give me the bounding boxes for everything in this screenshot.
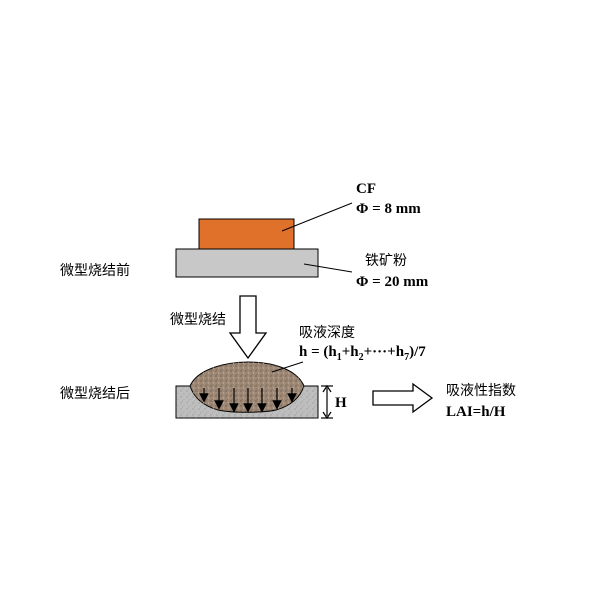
cf-block: [198, 218, 295, 250]
result-right-arrow: [372, 382, 434, 414]
label-index-formula: LAI=h/H: [446, 404, 506, 420]
height-dimension: [321, 384, 333, 420]
height-arrow-up: [322, 384, 332, 393]
label-index-title: 吸液性指数: [446, 383, 516, 399]
ore-block: [175, 248, 319, 278]
label-cf-name: CF: [356, 181, 376, 197]
label-ore-diameter: Φ = 20 mm: [356, 274, 429, 290]
label-cf-diameter: Φ = 8 mm: [356, 201, 421, 217]
ore-leader-line: [303, 263, 353, 273]
depth-arrows: [199, 388, 297, 413]
label-ore-name: 铁矿粉: [365, 253, 407, 269]
sintering-down-arrow: [228, 295, 268, 360]
depth-formula: h = (h1+h2+···+h7)/7: [299, 344, 426, 363]
label-depth-title: 吸液深度: [299, 325, 355, 341]
height-arrow-down: [322, 411, 332, 420]
label-sintering-step: 微型烧结: [170, 312, 226, 328]
label-before-sintering: 微型烧结前: [60, 262, 130, 279]
cf-leader-line: [281, 202, 353, 232]
label-height: H: [335, 395, 347, 411]
label-after-sintering: 微型烧结后: [60, 386, 130, 402]
depth-leader-line: [271, 361, 304, 373]
